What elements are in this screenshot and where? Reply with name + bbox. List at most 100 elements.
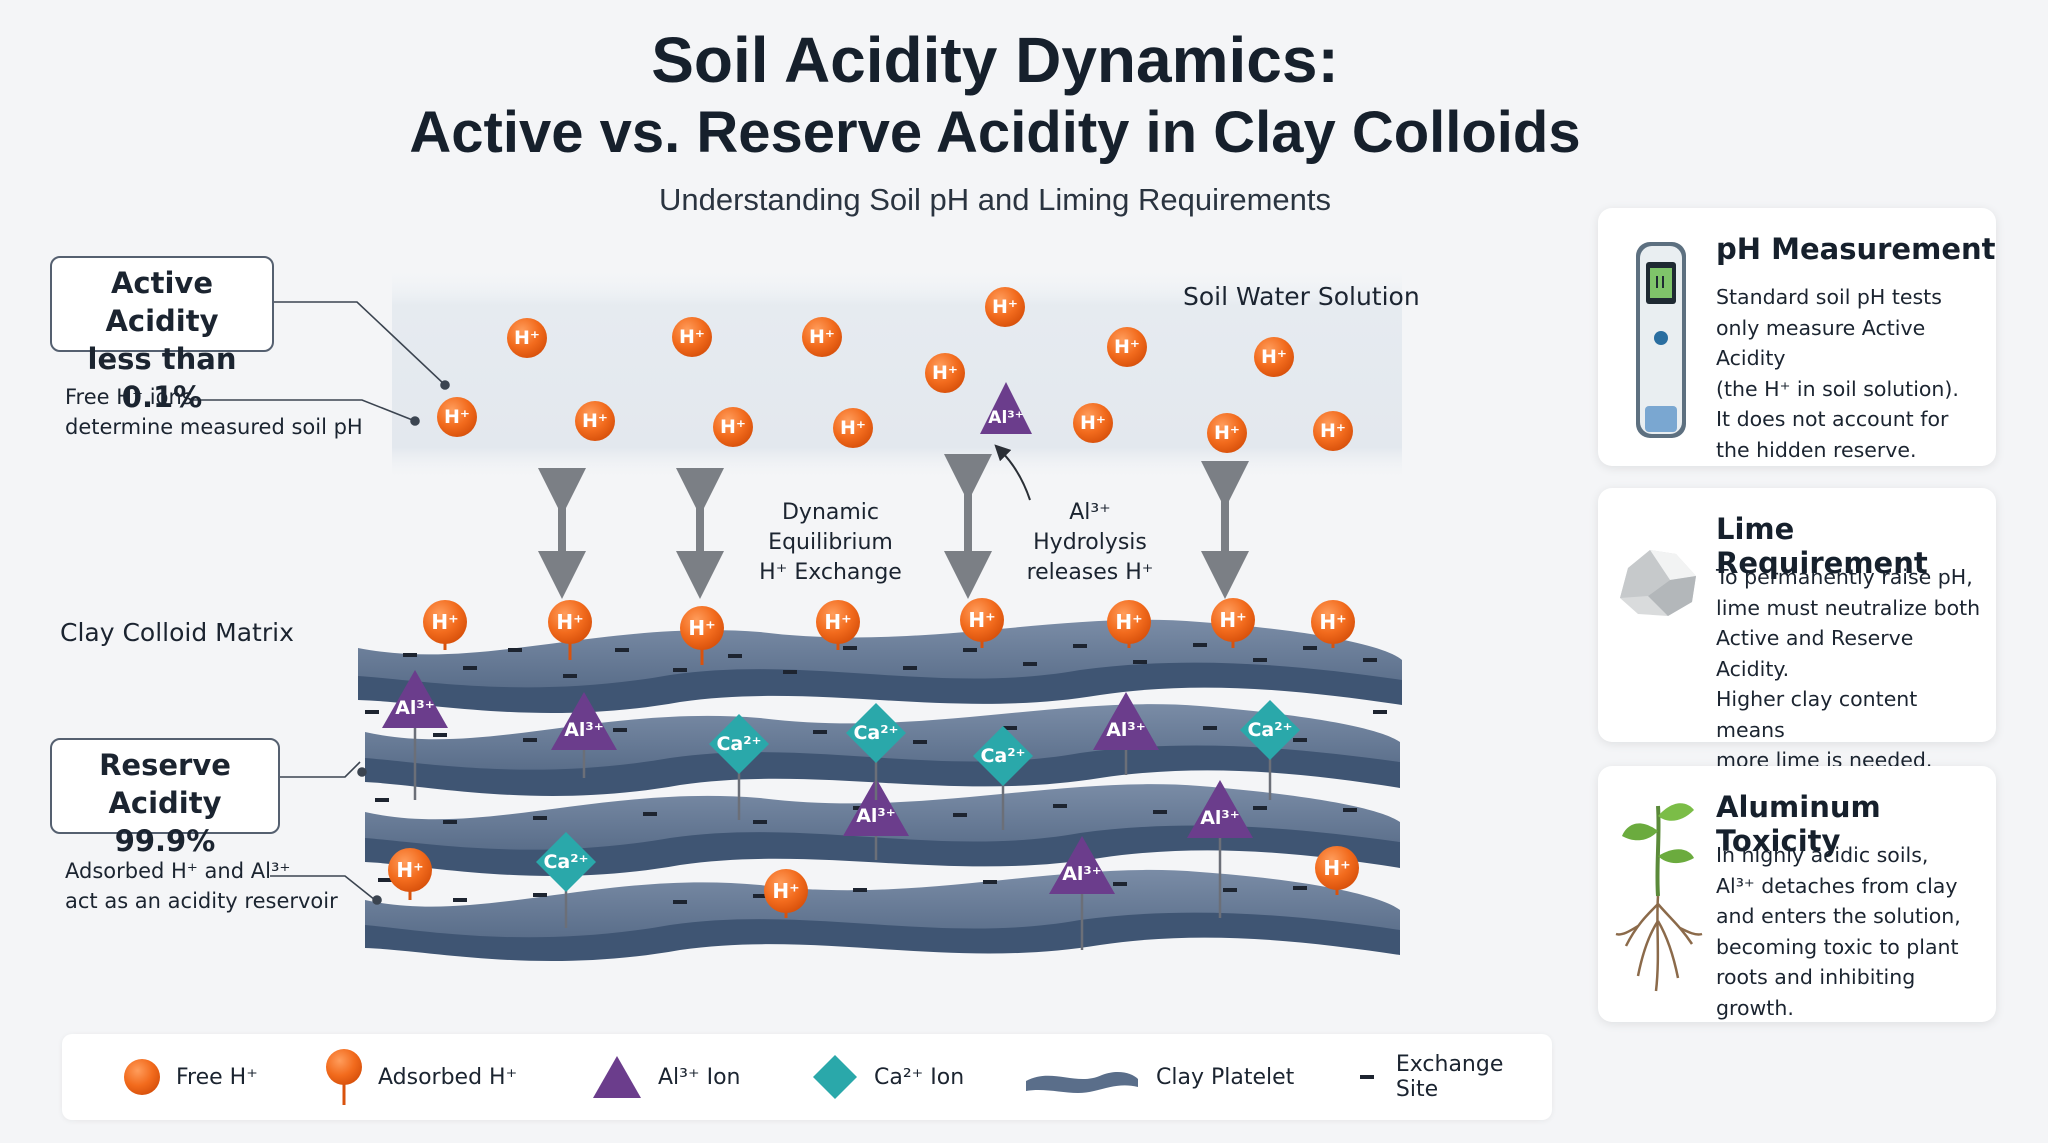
exchange-site-dash	[615, 648, 629, 652]
exchange-site-dash	[1193, 643, 1207, 647]
card-aluminum-line-4: becoming toxic to plant	[1716, 934, 1959, 959]
ions-layer: H⁺ H⁺ H⁺ H⁺ H⁺ H⁺ H⁺ H⁺ H⁺ H⁺ H⁺ H⁺ H⁺ H⁺ Al³⁺ H⁺ H⁺ H⁺ H⁺…	[382, 287, 1359, 950]
adsorbed-note: Adsorbed H⁺ and Al³⁺ act as an acidity r…	[65, 856, 338, 916]
adsorbed-ca-ion-2: Ca²⁺	[846, 703, 906, 800]
exchange-site-dash	[1293, 738, 1307, 742]
free-h-ion-8: H⁺	[437, 397, 477, 437]
card-lime-requirement: Lime Requirement To permanently raise pH…	[1598, 488, 1996, 772]
active-box-leader-dot	[440, 380, 450, 390]
adsorbed-al-ion-3: Al³⁺	[1093, 692, 1159, 775]
adsorbed-ca-ion-5: Ca²⁺	[536, 832, 596, 928]
exchange-site-dash	[1303, 646, 1317, 650]
ion-label: Al³⁺	[564, 719, 604, 741]
hydrolysis-line2: releases H⁺	[1026, 560, 1154, 585]
exchange-site-dash	[1023, 662, 1037, 666]
free-h-ion-14: H⁺	[1313, 411, 1353, 451]
exchange-site-dash	[643, 812, 657, 816]
exchange-site-dash	[1073, 644, 1087, 648]
free-h-ion-12: H⁺	[1073, 403, 1113, 443]
clay-platelet-4	[365, 869, 1400, 962]
exchange-site-dash	[1363, 658, 1377, 662]
adsorbed-al-ion-5: Al³⁺	[1187, 780, 1253, 918]
active-acidity-value: less than 0.1%	[87, 342, 237, 414]
adsorbed-al-ion-4: Al³⁺	[843, 778, 909, 860]
exchange-site-dash	[843, 646, 857, 650]
legend-exchange: Exchange Site	[1352, 1034, 1552, 1120]
exchange-site-dash	[1293, 886, 1307, 890]
ion-label: H⁺	[444, 406, 470, 428]
legend-clay-label: Clay Platelet	[1156, 1064, 1295, 1090]
ion-label: Ca²⁺	[853, 722, 898, 744]
adsorbed-h-ion-7: H⁺	[1211, 598, 1255, 648]
dynamic-equilibrium-line1: Dynamic Equilibrium	[768, 500, 893, 555]
ion-label: Al³⁺	[1200, 807, 1240, 829]
page-title: Soil Acidity Dynamics:	[651, 24, 1339, 96]
legend-al: Al³⁺ Ion	[590, 1034, 740, 1120]
exchange-site-dash	[1203, 726, 1217, 730]
ion-label: Al³⁺	[1062, 863, 1102, 885]
card-lime-line-4: Higher clay content means	[1716, 687, 1918, 742]
reserve-acidity-box: Reserve Acidity 99.9%	[50, 738, 280, 858]
ion-label: H⁺	[772, 879, 799, 903]
active-acidity-title: Active Acidity	[105, 266, 219, 338]
card-ph-body: Standard soil pH tests only measure Acti…	[1716, 282, 1986, 465]
free-h-ion-11: H⁺	[833, 408, 873, 448]
exchange-site-dash	[903, 666, 917, 670]
card-lime-line-3: Active and Reserve Acidity.	[1716, 626, 1914, 681]
exchange-site-dash	[673, 900, 687, 904]
ion-label: Ca²⁺	[543, 851, 588, 873]
card-ph-line-4: It does not account for	[1716, 407, 1949, 431]
adsorbed-h-ion-4: H⁺	[816, 600, 860, 650]
card-aluminum-title: Aluminum Toxicity	[1716, 790, 1881, 858]
legend-exchange-label: Exchange Site	[1395, 1052, 1504, 1102]
exchange-site-dash	[403, 653, 417, 657]
ion-label: H⁺	[1115, 610, 1142, 634]
free-h-note-line1: Free H⁺ ions	[65, 385, 193, 409]
reserve-box-leader-dot	[357, 767, 367, 777]
soil-water-solution-label: Soil Water Solution	[1183, 282, 1420, 311]
exchange-site-dash	[963, 648, 977, 652]
dynamic-equilibrium-note: Dynamic Equilibrium H⁺ Exchange	[728, 498, 933, 588]
exchange-site-dash	[1003, 726, 1017, 730]
free-h-leader-dot	[410, 416, 420, 426]
exchange-site-dash	[463, 666, 477, 670]
exchange-site-dash	[1133, 660, 1147, 664]
free-h-note-line2: determine measured soil pH	[65, 415, 363, 439]
exchange-site-dash	[1343, 808, 1357, 812]
ion-label: H⁺	[1114, 336, 1140, 358]
adsorbed-ca-ion-3: Ca²⁺	[973, 726, 1033, 830]
free-h-ion-9: H⁺	[575, 401, 615, 441]
exchange-site-dash	[523, 738, 537, 742]
exchange-site-dash	[375, 798, 389, 802]
card-aluminum-body: In highly acidic soils, Al³⁺ detaches fr…	[1716, 840, 1986, 1023]
card-aluminum-line-5: roots and inhibiting growth.	[1716, 965, 1916, 1020]
adsorbed-ca-ion-1: Ca²⁺	[709, 714, 769, 820]
exchange-site-dash	[1153, 810, 1167, 814]
ion-label: H⁺	[809, 326, 835, 348]
card-ph-title: pH Measurement	[1716, 232, 1996, 266]
exchange-site-dash	[378, 878, 392, 882]
plant-seedling-icon	[1608, 786, 1708, 1011]
legend-adsorbed-h-label: Adsorbed H⁺	[378, 1064, 518, 1090]
card-ph-line-1: Standard soil pH tests	[1716, 285, 1942, 309]
adsorbed-h-ion-5: H⁺	[960, 598, 1004, 648]
card-aluminum-line-2: Al³⁺ detaches from clay	[1716, 873, 1958, 898]
free-h-ion-6: H⁺	[1254, 337, 1294, 377]
adsorbed-h-ion-6: H⁺	[1107, 600, 1151, 648]
ion-label: H⁺	[514, 327, 540, 349]
free-h-note: Free H⁺ ions determine measured soil pH	[65, 382, 363, 442]
card-ph-line-2: only measure Active Acidity	[1716, 315, 1926, 371]
callout-leaders	[192, 301, 450, 905]
solution-al-ion: Al³⁺	[980, 382, 1032, 434]
ion-label: H⁺	[1080, 412, 1106, 434]
free-h-ion-2: H⁺	[672, 317, 712, 357]
dynamic-equilibrium-line2: H⁺ Exchange	[759, 560, 902, 585]
ion-label: H⁺	[1219, 608, 1246, 632]
adsorbed-h-ion-8: H⁺	[1311, 600, 1355, 648]
ion-label: H⁺	[679, 326, 705, 348]
adsorbed-al-ion-1: Al³⁺	[382, 670, 448, 800]
free-h-ion-10: H⁺	[713, 407, 753, 447]
free-h-ion-1: H⁺	[507, 318, 547, 358]
legend: Free H⁺ Adsorbed H⁺ Al³⁺ Ion Ca²⁺ Ion Cl…	[62, 1034, 1552, 1120]
